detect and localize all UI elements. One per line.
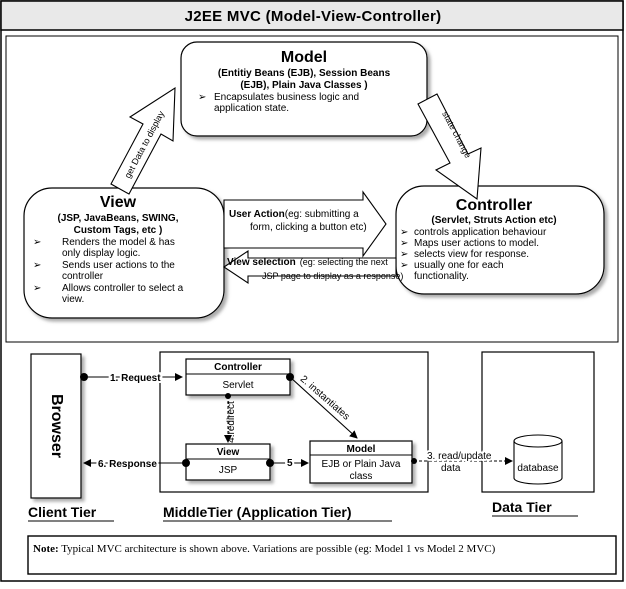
database-label: database [517,463,559,474]
model-heading: Model [281,49,327,66]
view-bullet-1a: Renders the model & has [62,237,175,248]
user-action-label: User Action [229,209,285,220]
title-bar [0,0,624,31]
middle-tier-label: MiddleTier (Application Tier) [163,504,352,520]
step5-connector: 5 [266,456,309,471]
controller-bullet-mark: ➢ [400,238,408,249]
model-bullet-line1: Encapsulates business logic and [214,92,359,103]
controller-line1: (Servlet, Struts Action etc) [431,215,556,226]
view-bullet-2a: Sends user actions to the [62,260,175,271]
browser-label: Browser [48,394,65,458]
client-tier-label: Client Tier [28,504,97,520]
step4-label: 4.redirect [226,401,237,443]
view-line2: Custom Tags, etc ) [74,225,163,236]
view-bullet-2b: controller [62,271,104,282]
controller-bullet-4b: functionality. [414,271,469,282]
step3-label-a: 3. read/update [427,451,492,462]
controller-bullet-1: controls application behaviour [414,227,547,238]
view-bullet-mark: ➢ [33,237,41,248]
note-body: Typical MVC architecture is shown above.… [58,543,496,555]
note-label: Note: [33,543,59,555]
jsp-box: View JSP [185,443,271,481]
database-icon: database [513,434,563,485]
ejb-head: Model [347,444,376,455]
view-line1: (JSP, JavaBeans, SWING, [58,213,179,224]
step3-label-b: data [441,463,461,474]
note-text: Note: Typical MVC architecture is shown … [33,542,613,556]
step6-label: 6. Response [98,459,157,470]
redirect-connector: 4.redirect [224,393,237,443]
user-action-arrow: User Action(eg: submitting a form, click… [223,190,387,258]
view-selection-label: View selection [227,257,296,268]
browser-box: Browser [30,353,82,499]
note-box [27,535,617,575]
servlet-sub: Servlet [222,380,253,391]
controller-bullet-mark: ➢ [400,260,408,271]
read-update-connector: 3. read/update data [411,449,513,476]
controller-bullet-4a: usually one for each [414,260,504,271]
mvc-section-frame [5,35,619,343]
controller-heading: Controller [456,197,532,214]
jsp-sub: JSP [219,465,238,476]
page-title: J2EE MVC (Model-View-Controller) [185,8,442,25]
view-selection-detail: (eg: selecting the next [300,257,389,267]
jsp-head: View [217,447,240,458]
controller-box: Controller (Servlet, Struts Action etc) … [395,185,605,295]
controller-bullet-mark: ➢ [400,249,408,260]
model-bullet-mark: ➢ [198,92,206,103]
view-bullet-3b: view. [62,294,84,305]
step1-label: 1. Request [110,373,161,384]
view-selection-detail2: JSP page to display as a response) [262,271,403,281]
ejb-box: Model EJB or Plain Java class [309,440,413,484]
model-box: Model (Entitiy Beans (EJB), Session Bean… [180,41,428,137]
view-bullet-mark: ➢ [33,260,41,271]
view-selection-arrow: View selection (eg: selecting the next JS… [223,249,403,285]
svg-text:User Action(eg: submitting a: User Action(eg: submitting a [229,209,359,220]
response-connector: 6. Response [83,457,190,472]
user-action-detail2: form, clicking a button etc) [250,222,367,233]
ejb-sub2: class [350,471,373,482]
model-line1: (Entitiy Beans (EJB), Session Beans [218,68,391,79]
view-box: View (JSP, JavaBeans, SWING, Custom Tags… [23,187,225,319]
controller-bullet-2: Maps user actions to model. [414,238,539,249]
servlet-head: Controller [214,362,262,373]
user-action-detail: (eg: submitting a [285,209,359,220]
svg-text:View selection(eg: selecting t: View selection (eg: selecting the next [227,257,388,268]
request-connector: 1. Request [80,371,183,386]
view-bullet-mark: ➢ [33,283,41,294]
view-heading: View [100,194,137,211]
controller-bullet-mark: ➢ [400,227,408,238]
model-bullet-line2: application state. [214,103,289,114]
model-line2: (EJB), Plain Java Classes ) [240,80,367,91]
controller-bullet-3: selects view for response. [414,249,529,260]
step5-label: 5 [287,458,293,469]
data-tier-label: Data Tier [492,499,552,515]
servlet-box: Controller Servlet [185,358,291,396]
view-bullet-1b: only display logic. [62,248,140,259]
ejb-sub1: EJB or Plain Java [322,459,401,470]
view-bullet-3a: Allows controller to select a [62,283,184,294]
